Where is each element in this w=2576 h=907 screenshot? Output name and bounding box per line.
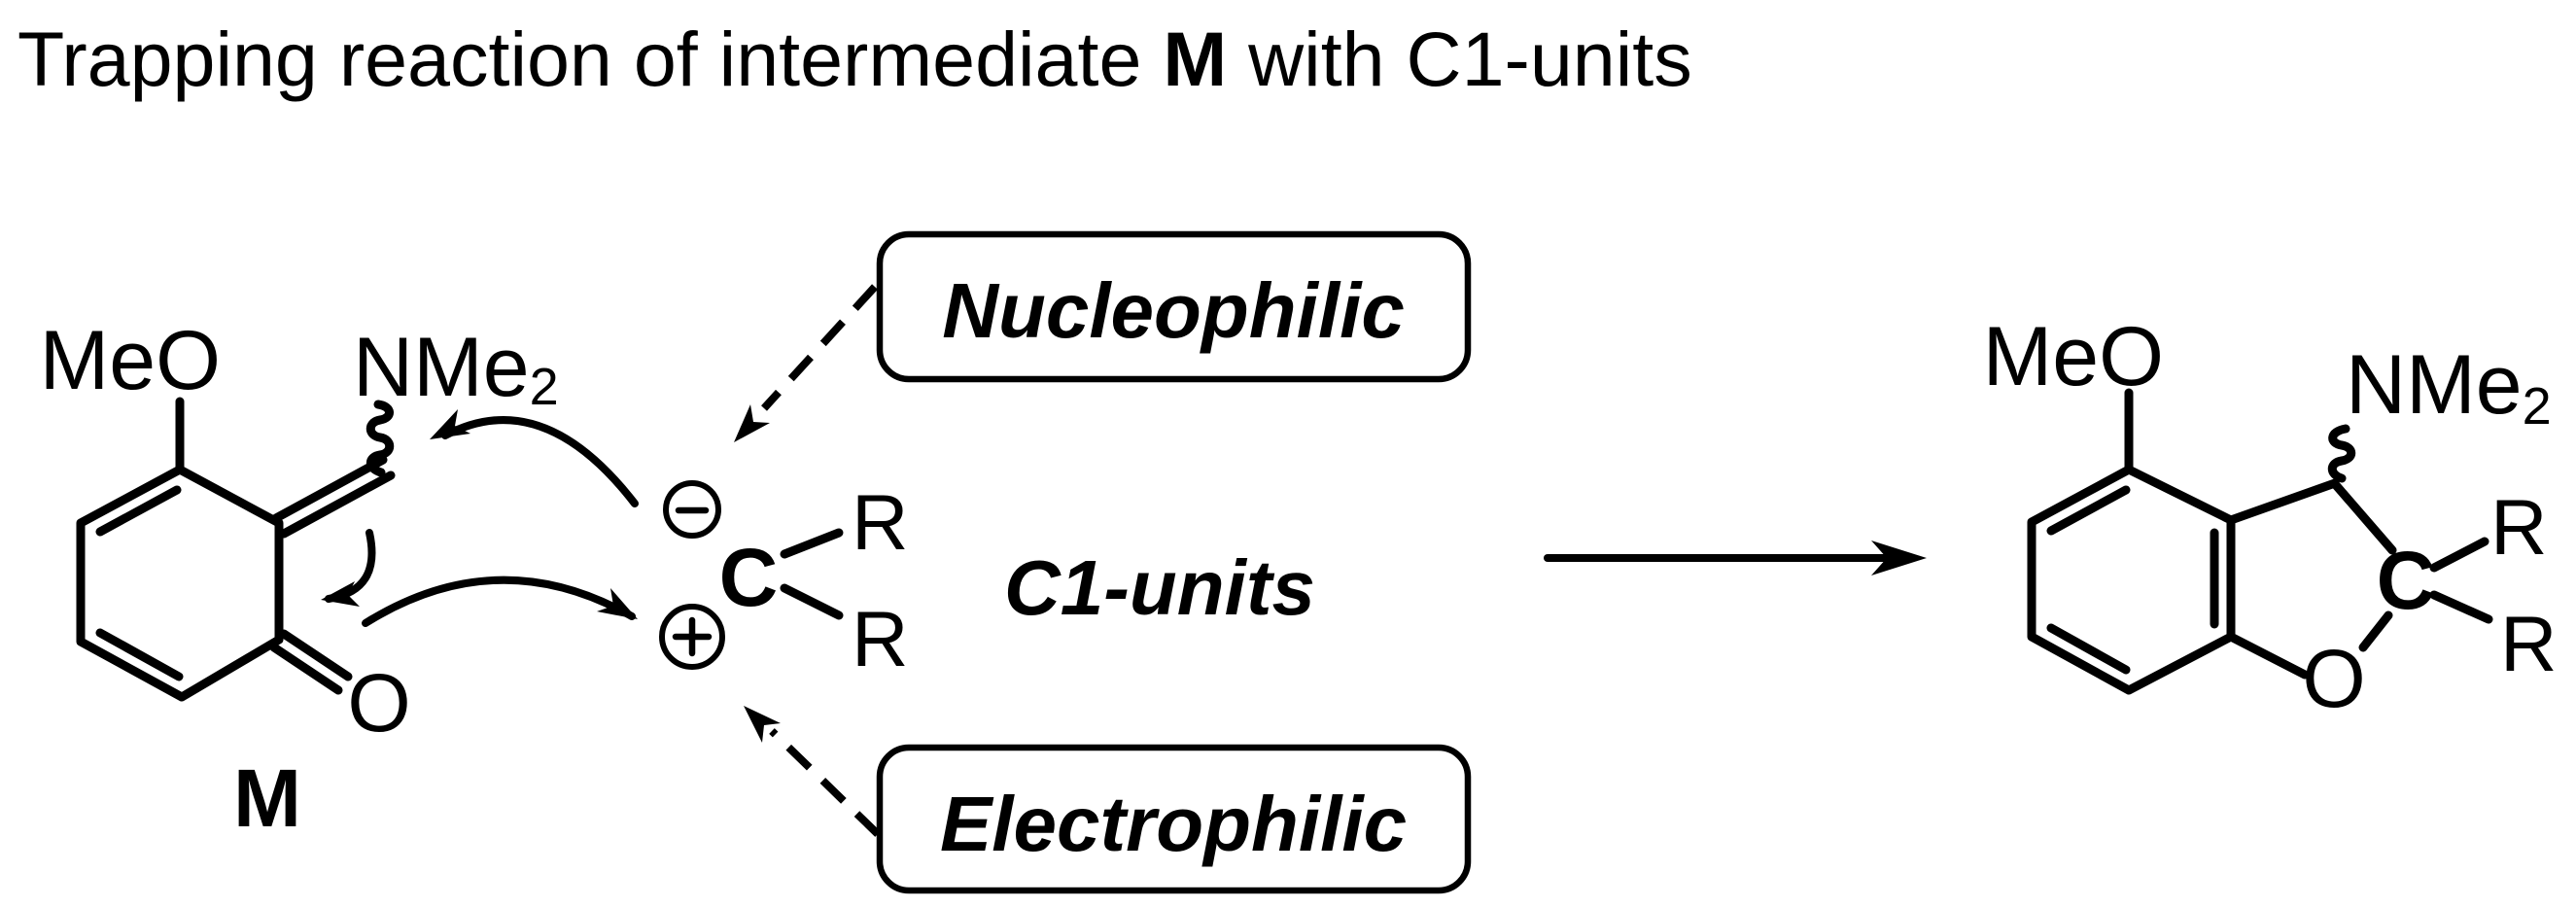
electrophilic-dashed-arrow <box>769 728 881 837</box>
electrophilic-box <box>876 744 1472 894</box>
reactant-name-label: M <box>233 752 301 844</box>
product-substituent-top-label: R <box>2490 484 2548 572</box>
minus-charge-icon <box>663 480 721 539</box>
nucleophilic-callout: Nucleophilic <box>734 230 1472 442</box>
nucleophilic-dashed-arrow-head <box>734 404 770 442</box>
c1-substituent-top-label: R <box>852 479 909 567</box>
reactant-amine-label: NMe2 <box>353 321 559 416</box>
carbonyl-double-bond-line <box>279 629 353 681</box>
curly-arrow-top-head <box>430 409 470 439</box>
furan-bond-c3 <box>2226 478 2340 525</box>
electrophilic-callout: Electrophilic <box>744 706 1472 894</box>
electrophilic-dashed-arrow-head <box>744 706 781 743</box>
wavy-bond <box>366 400 395 477</box>
title-emphasis-m: M <box>1163 16 1227 102</box>
c-r-bond-bottom <box>780 583 844 620</box>
product-amine-subscript: 2 <box>2523 377 2552 436</box>
aromatic-double-bond-line <box>2046 485 2131 536</box>
reaction-arrow-head <box>1871 541 1927 576</box>
furan-bond-o <box>2226 632 2310 680</box>
double-bond-line <box>95 485 182 537</box>
c1-unit-structure: C R R C1-units <box>659 479 1315 683</box>
reaction-arrow <box>1544 541 1927 576</box>
reactant-amine-subscript: 2 <box>530 358 559 416</box>
carbonyl-double-bond-line <box>269 643 343 695</box>
ring-bond <box>76 465 284 702</box>
curly-arrow-bottom-head <box>597 588 638 619</box>
product-wavy-bond <box>2327 424 2356 483</box>
exocyclic-double-bond-line <box>279 471 396 539</box>
curly-arrow-top <box>441 416 639 507</box>
benzene-ring-bond <box>2027 465 2236 695</box>
nucleophilic-box <box>876 230 1472 383</box>
title-suffix: with C1-units <box>1227 16 1692 102</box>
plus-charge-icon <box>659 604 725 670</box>
product-ring-oxygen-label: O <box>2302 633 2365 724</box>
product-structure: MeO NMe2 C O R R <box>1983 310 2558 724</box>
furan-bond-c3-c2 <box>2331 480 2397 555</box>
c1-units-caption: C1-units <box>1004 544 1315 631</box>
curly-arrow-inner-head <box>321 581 360 607</box>
curly-arrow-bottom <box>362 576 636 627</box>
c1-central-carbon-label: C <box>719 532 779 623</box>
product-substituent-bottom-label: R <box>2500 601 2558 688</box>
aromatic-double-bond-line <box>2046 623 2131 675</box>
nucleophilic-dashed-arrow <box>761 284 878 411</box>
title-prefix: Trapping reaction of intermediate <box>17 16 1163 102</box>
product-c-r-bond-top <box>2429 537 2489 573</box>
curly-arrows <box>321 409 639 627</box>
nucleophilic-label: Nucleophilic <box>942 267 1405 354</box>
reactant-methoxy-label: MeO <box>40 314 221 407</box>
product-quaternary-carbon-label: C <box>2377 535 2436 626</box>
c-r-bond-top <box>780 528 844 559</box>
exocyclic-double-bond-line <box>271 455 388 523</box>
c1-substituent-bottom-label: R <box>852 596 909 683</box>
furan-bond-o-c2 <box>2358 610 2393 652</box>
reactant-carbonyl-oxygen-label: O <box>347 657 410 749</box>
product-c-r-bond-bottom <box>2429 590 2493 624</box>
electrophilic-label: Electrophilic <box>940 781 1407 867</box>
double-bond-line <box>95 628 184 681</box>
reactant-m-structure: MeO NMe2 O M <box>40 314 559 844</box>
page-title: Trapping reaction of intermediate M with… <box>17 16 1692 102</box>
product-amine-label: NMe2 <box>2346 338 2552 436</box>
product-methoxy-label: MeO <box>1983 310 2164 403</box>
